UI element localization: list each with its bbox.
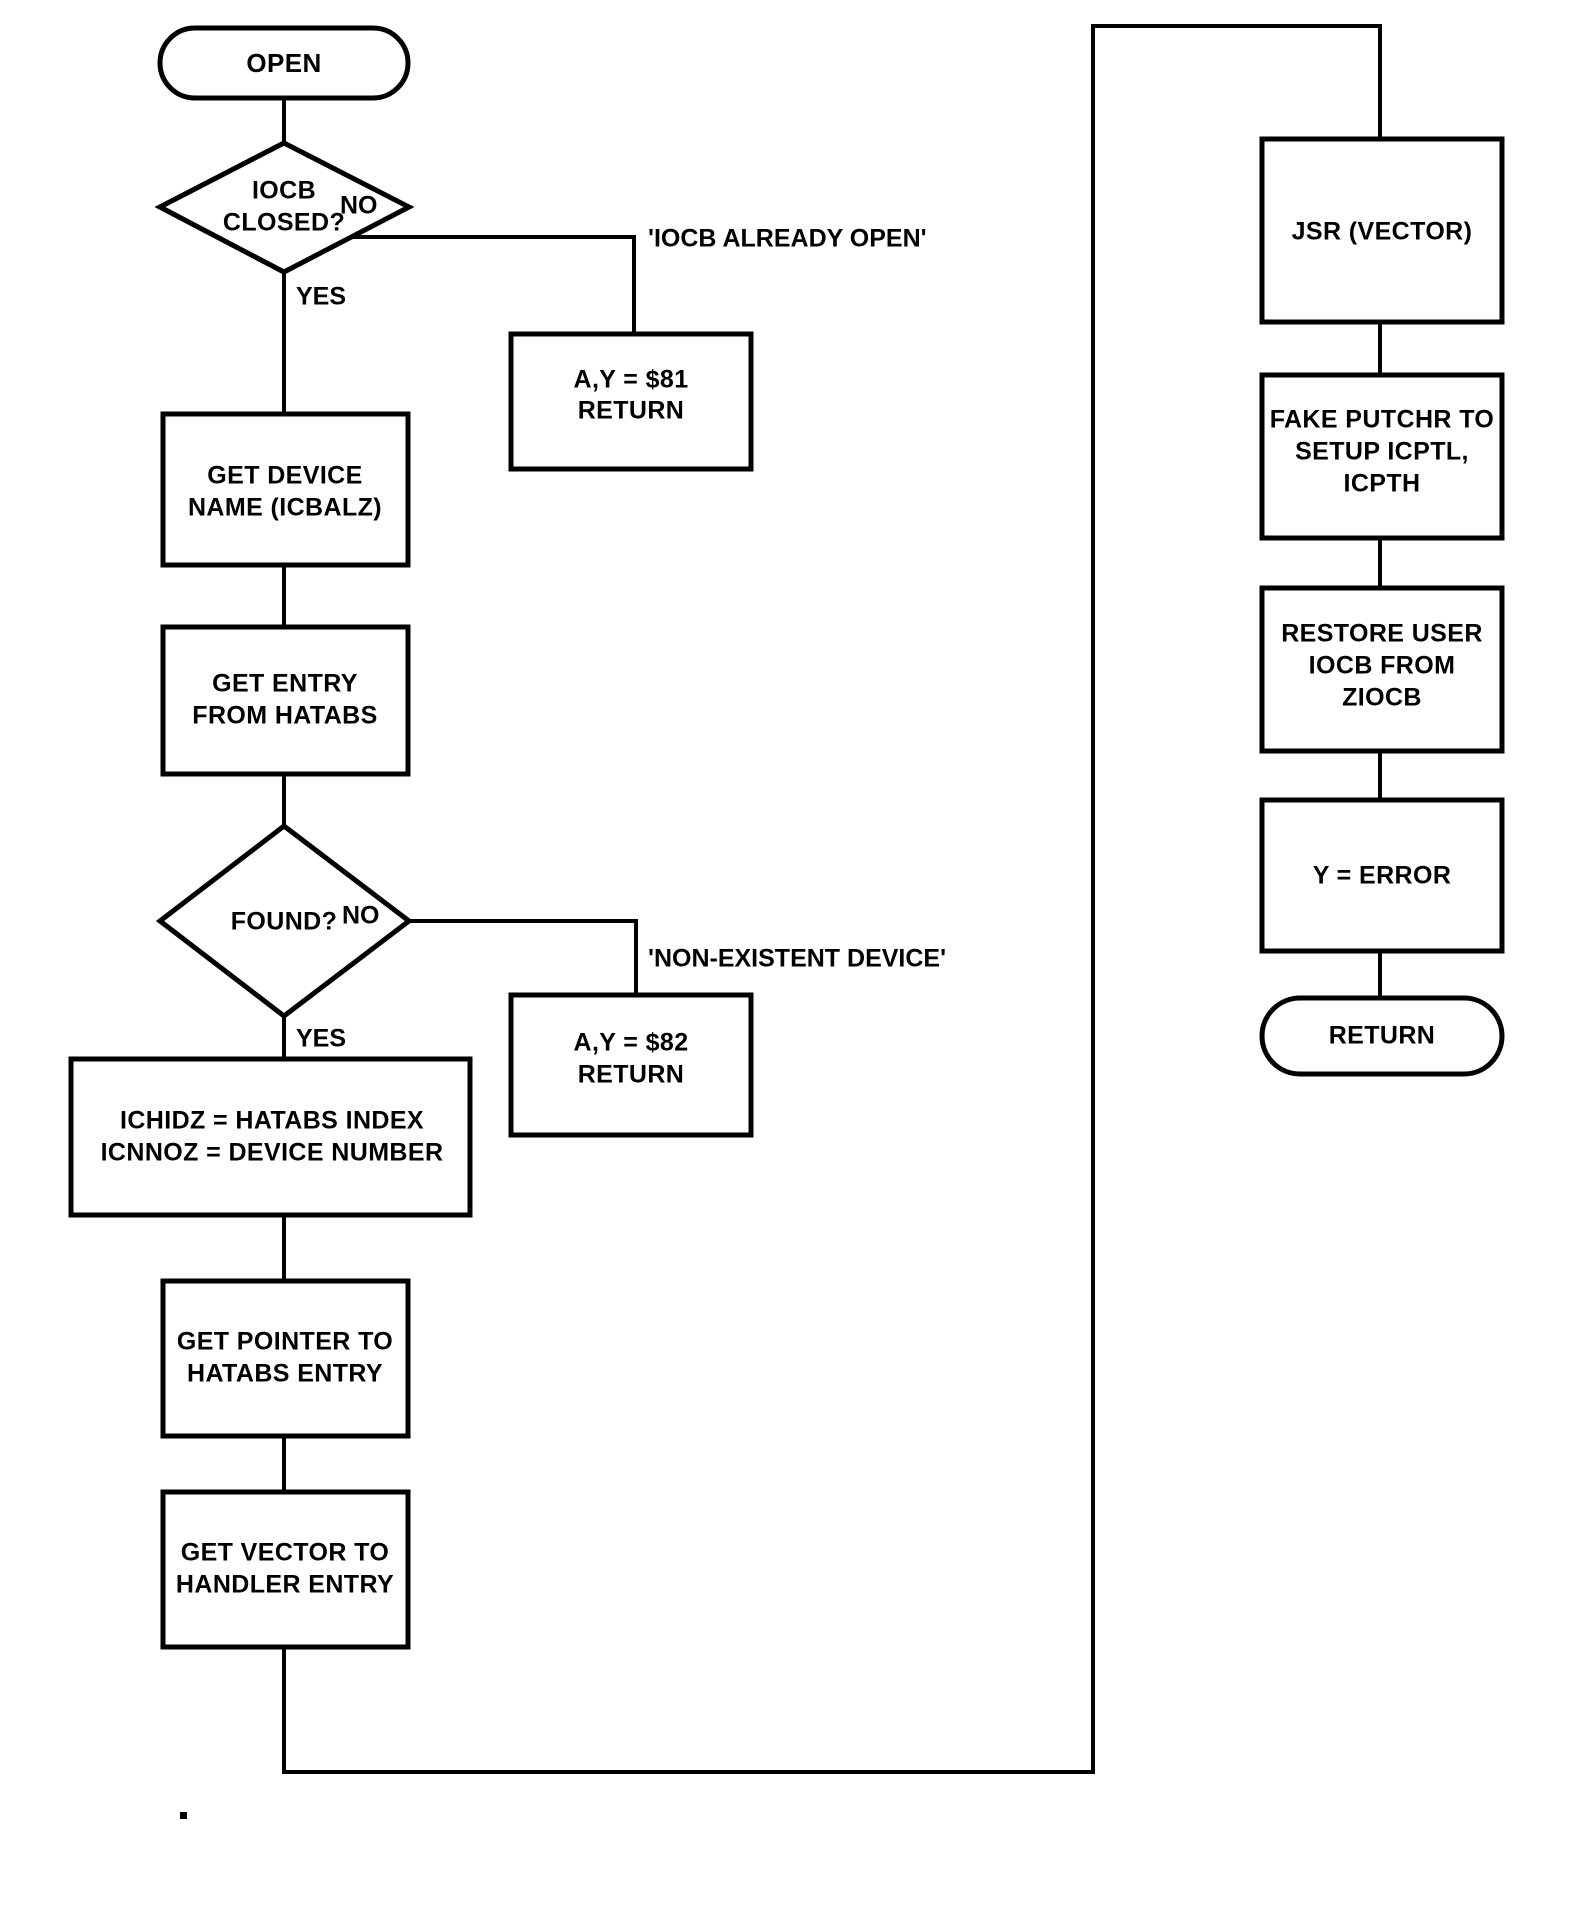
node-label-get-entry-line2: FROM HATABS (192, 702, 377, 730)
node-label-restore-user-iocb-line3: ZIOCB (1342, 684, 1422, 712)
node-process-error-82: A,Y = $82 RETURN (508, 992, 754, 1138)
box-shape-get-device-name (160, 411, 411, 568)
node-label-error-81-line2: RETURN (578, 397, 685, 425)
edge-label-found-yes: YES (296, 1025, 346, 1053)
node-end-return: RETURN (1259, 995, 1505, 1077)
node-label-y-error: Y = ERROR (1313, 862, 1452, 890)
edge-label-iocb-closed-no: NO (340, 192, 378, 220)
edge-label-found-no: NO (342, 902, 380, 930)
node-process-fake-putchr: FAKE PUTCHR TO SETUP ICPTL, ICPTH (1259, 372, 1505, 541)
node-label-get-device-name-line1: GET DEVICE (207, 462, 362, 490)
node-label-ichidz: ICHIDZ = HATABS INDEX (120, 1107, 424, 1135)
node-process-jsr-vector: JSR (VECTOR) (1259, 136, 1505, 325)
node-label-iocb-closed-line2: CLOSED? (223, 209, 345, 237)
annotation-iocb-already-open: 'IOCB ALREADY OPEN' (648, 225, 927, 253)
node-label-fake-putchr-line1: FAKE PUTCHR TO (1270, 406, 1495, 434)
node-process-error-81: A,Y = $81 RETURN (508, 331, 754, 472)
node-label-open: OPEN (246, 48, 321, 78)
node-label-get-device-name-line2: NAME (ICBALZ) (188, 494, 382, 522)
diamond-shape-found (155, 822, 414, 1020)
node-process-get-device-name: GET DEVICE NAME (ICBALZ) (160, 411, 411, 568)
annotation-non-existent-device: 'NON-EXISTENT DEVICE' (648, 945, 946, 973)
box-shape-get-pointer-hatabs-entry (160, 1278, 411, 1439)
node-label-restore-user-iocb-line2: IOCB FROM (1309, 652, 1456, 680)
node-process-y-error: Y = ERROR (1259, 797, 1505, 954)
node-process-get-entry-from-hatabs: GET ENTRY FROM HATABS (160, 624, 411, 777)
connector-found-no-to-error82 (332, 919, 638, 995)
node-decision-iocb-closed: IOCB CLOSED? (154, 139, 415, 276)
box-shape-error-81 (508, 331, 754, 472)
node-label-icnnoz: ICNNOZ = DEVICE NUMBER (101, 1139, 444, 1167)
node-process-get-pointer-hatabs-entry: GET POINTER TO HATABS ENTRY (160, 1278, 411, 1439)
node-label-iocb-closed-line1: IOCB (252, 177, 316, 205)
node-label-error-82-line1: A,Y = $82 (573, 1029, 688, 1057)
box-shape-restore-user-iocb (1259, 585, 1505, 754)
node-label-fake-putchr-line2: SETUP ICPTL, (1295, 438, 1469, 466)
node-label-jsr-vector: JSR (VECTOR) (1292, 218, 1473, 246)
box-shape-ichidz-icnnoz (68, 1056, 473, 1218)
node-label-get-vector-line2: HANDLER ENTRY (176, 1571, 394, 1599)
node-label-get-pointer-line2: HATABS ENTRY (187, 1360, 383, 1388)
scan-artifact-dot (180, 1812, 187, 1819)
node-label-restore-user-iocb-line1: RESTORE USER (1281, 620, 1483, 648)
connector-iocb-closed-no-to-error81 (330, 235, 636, 334)
node-label-error-81-line1: A,Y = $81 (573, 366, 688, 394)
node-decision-found: FOUND? (155, 822, 414, 1020)
box-shape-get-entry-from-hatabs (160, 624, 411, 777)
terminal-shape-return (1259, 995, 1505, 1077)
node-label-return: RETURN (1329, 1022, 1436, 1050)
node-label-found: FOUND? (231, 908, 338, 936)
node-label-get-entry-line1: GET ENTRY (212, 670, 358, 698)
box-shape-jsr-vector (1259, 136, 1505, 325)
node-label-get-pointer-line1: GET POINTER TO (177, 1328, 393, 1356)
box-shape-error-82 (508, 992, 754, 1138)
box-shape-y-error (1259, 797, 1505, 954)
node-process-get-vector-handler-entry: GET VECTOR TO HANDLER ENTRY (160, 1489, 411, 1650)
node-process-ichidz-icnnoz: ICHIDZ = HATABS INDEX ICNNOZ = DEVICE NU… (68, 1056, 473, 1218)
box-shape-get-vector-handler-entry (160, 1489, 411, 1650)
node-label-get-vector-line1: GET VECTOR TO (181, 1539, 389, 1567)
diamond-shape-iocb-closed-outline (154, 140, 415, 275)
terminal-shape-open (157, 25, 411, 101)
connector-get-vector-to-jsr-vector (282, 24, 1382, 1774)
node-process-restore-user-iocb: RESTORE USER IOCB FROM ZIOCB (1259, 585, 1505, 754)
node-label-fake-putchr-line3: ICPTH (1344, 470, 1421, 498)
edge-label-iocb-closed-yes: YES (296, 283, 346, 311)
node-label-error-82-line2: RETURN (578, 1061, 685, 1089)
box-shape-fake-putchr (1259, 372, 1505, 541)
node-start-open: OPEN (157, 25, 411, 101)
